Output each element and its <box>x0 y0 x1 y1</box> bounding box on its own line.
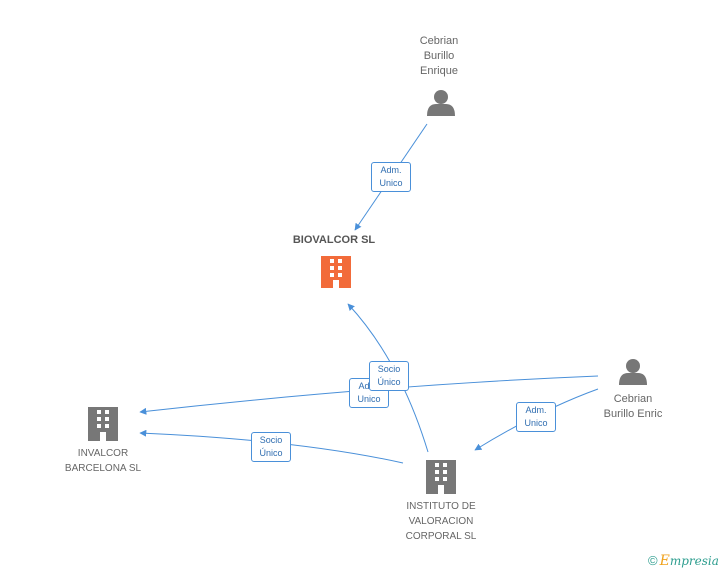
node-label-biovalcor[interactable]: BIOVALCOR SL <box>276 233 392 248</box>
edge-label-line: Unico <box>524 418 548 428</box>
node-label-line: INSTITUTO DE <box>406 501 476 512</box>
building-icon[interactable] <box>426 460 456 494</box>
node-label-line: Burillo <box>423 50 455 62</box>
edge-label-socio-unico[interactable]: Socio Único <box>369 361 409 391</box>
empresia-logo[interactable]: ©Empresia <box>648 553 719 569</box>
node-label-invalcor[interactable]: INVALCOR BARCELONA SL <box>48 446 158 476</box>
edge-label-line: Adm. <box>350 380 388 393</box>
brand-name: mpresia <box>669 554 719 568</box>
node-label-line: Cebrian <box>419 35 459 47</box>
edge-label-line: Único <box>377 377 401 387</box>
node-label-cebrian-burillo-enric[interactable]: Cebrian Burillo Enric <box>588 392 678 422</box>
edge-label-adm-unico[interactable]: Adm. Unico <box>371 162 411 192</box>
node-label-line: Burillo Enric <box>603 408 663 420</box>
person-icon[interactable] <box>427 90 455 116</box>
node-label-line: BIOVALCOR SL <box>292 234 376 246</box>
node-label-line: Enrique <box>420 65 458 77</box>
edge-label-line: Socio <box>377 364 401 374</box>
edge-label-adm-unico[interactable]: Adm. Unico <box>516 402 556 432</box>
node-label-line: BARCELONA SL <box>64 463 142 474</box>
node-label-line: CORPORAL SL <box>405 531 477 542</box>
node-label-line: VALORACION <box>408 516 474 527</box>
building-icon[interactable] <box>88 407 118 441</box>
edge-label-line: Adm. <box>525 405 547 415</box>
copyright-icon: © <box>648 553 658 568</box>
node-label-line: Cebrian <box>613 393 653 405</box>
node-label-line: INVALCOR <box>77 448 129 459</box>
node-label-cebrian-burillo-enrique[interactable]: Cebrian Burillo Enrique <box>399 34 479 79</box>
edge-label-line: Adm. <box>380 165 402 175</box>
person-icon[interactable] <box>619 359 647 385</box>
edge-label-line: Unico <box>357 394 381 404</box>
edge-label-line: Único <box>259 448 283 458</box>
edge-label-socio-unico[interactable]: Socio Único <box>251 432 291 462</box>
edge-label-line: Socio <box>259 435 283 445</box>
brand-initial: E <box>659 553 670 569</box>
building-icon[interactable] <box>321 256 351 288</box>
node-label-instituto[interactable]: INSTITUTO DE VALORACION CORPORAL SL <box>386 499 496 544</box>
edge-label-line: Unico <box>379 178 403 188</box>
